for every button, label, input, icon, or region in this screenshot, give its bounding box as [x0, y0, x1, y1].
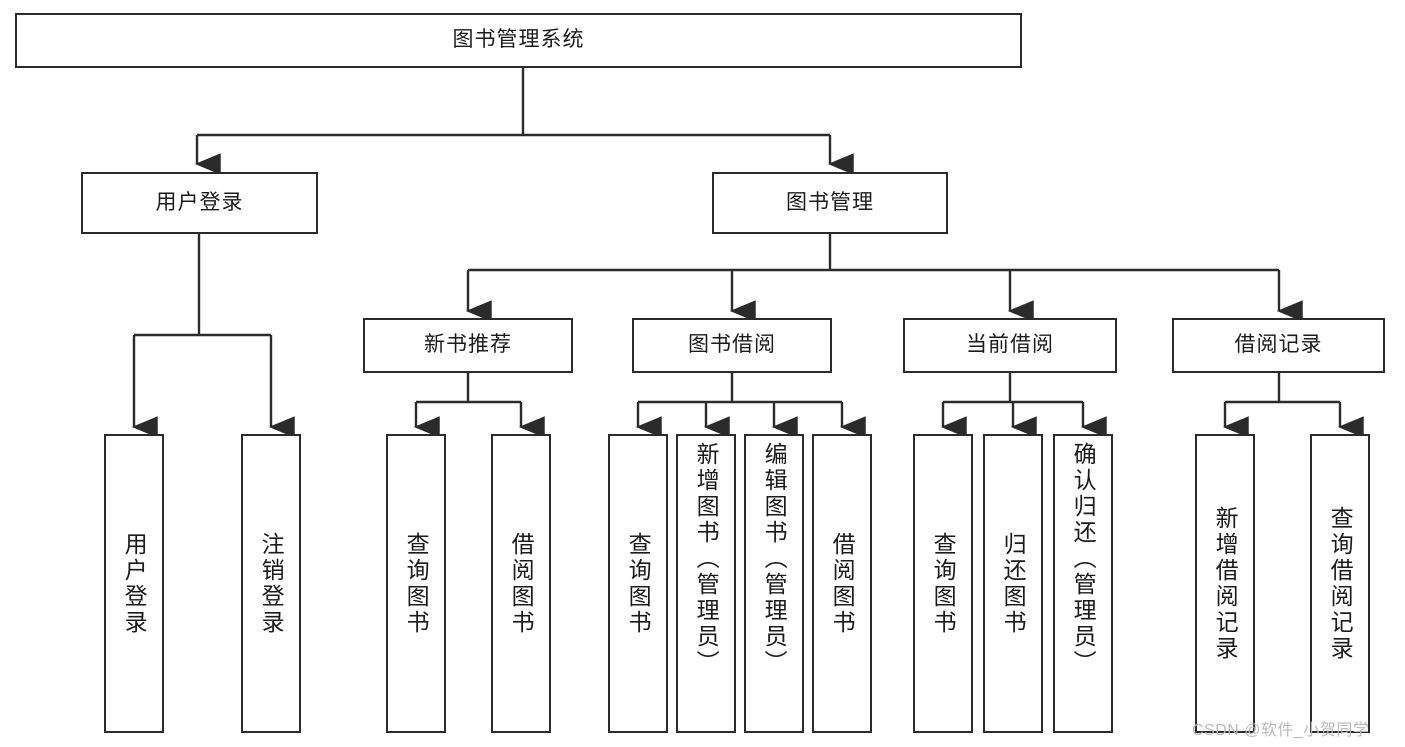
node-label: 查询图书: [625, 531, 652, 636]
node-label: 图书管理系统: [452, 28, 585, 52]
node-label: 查询图书: [403, 531, 430, 636]
node-label: 查询图书: [930, 531, 957, 636]
node-current-borrow[interactable]: 当前借阅: [903, 318, 1117, 373]
node-new-book-recommend[interactable]: 新书推荐: [363, 318, 573, 373]
node-label: 借阅图书: [508, 531, 535, 636]
leaf-current-borrow-return[interactable]: 归还图书: [983, 434, 1043, 733]
node-label: 新增图书（管理员）: [693, 442, 720, 676]
node-label: 借阅图书: [829, 531, 856, 636]
node-label: 归还图书: [1000, 531, 1027, 636]
leaf-user-login-login[interactable]: 用户登录: [104, 434, 164, 733]
watermark: CSDN @软件_小贺同学: [1192, 722, 1370, 739]
leaf-new-book-query[interactable]: 查询图书: [386, 434, 446, 733]
node-label: 图书借阅: [688, 333, 776, 357]
node-label: 用户登录: [155, 190, 244, 214]
node-root[interactable]: 图书管理系统: [15, 13, 1022, 68]
leaf-new-book-borrow[interactable]: 借阅图书: [491, 434, 551, 733]
leaf-book-borrow-edit[interactable]: 编辑图书（管理员）: [744, 434, 804, 733]
node-book-borrow[interactable]: 图书借阅: [632, 318, 832, 373]
node-user-login[interactable]: 用户登录: [81, 172, 318, 234]
node-book-management[interactable]: 图书管理: [712, 172, 948, 234]
leaf-book-borrow-query[interactable]: 查询图书: [608, 434, 668, 733]
node-label: 新增借阅记录: [1212, 505, 1239, 662]
node-label: 注销登录: [258, 531, 285, 636]
leaf-user-login-logout[interactable]: 注销登录: [241, 434, 301, 733]
leaf-book-borrow-lend[interactable]: 借阅图书: [812, 434, 872, 733]
leaf-current-borrow-confirm-return[interactable]: 确认归还（管理员）: [1053, 434, 1113, 733]
node-label: 用户登录: [121, 531, 148, 636]
node-borrow-record[interactable]: 借阅记录: [1172, 318, 1385, 373]
leaf-current-borrow-query[interactable]: 查询图书: [913, 434, 973, 733]
leaf-borrow-record-add[interactable]: 新增借阅记录: [1195, 434, 1255, 733]
leaf-book-borrow-add[interactable]: 新增图书（管理员）: [676, 434, 736, 733]
node-label: 确认归还（管理员）: [1070, 442, 1097, 676]
node-label: 新书推荐: [424, 333, 512, 357]
node-label: 当前借阅: [966, 333, 1054, 357]
node-label: 借阅记录: [1234, 333, 1323, 357]
leaf-borrow-record-query[interactable]: 查询借阅记录: [1310, 434, 1370, 733]
node-label: 编辑图书（管理员）: [761, 442, 788, 676]
node-label: 图书管理: [786, 190, 874, 214]
node-label: 查询借阅记录: [1327, 505, 1354, 662]
